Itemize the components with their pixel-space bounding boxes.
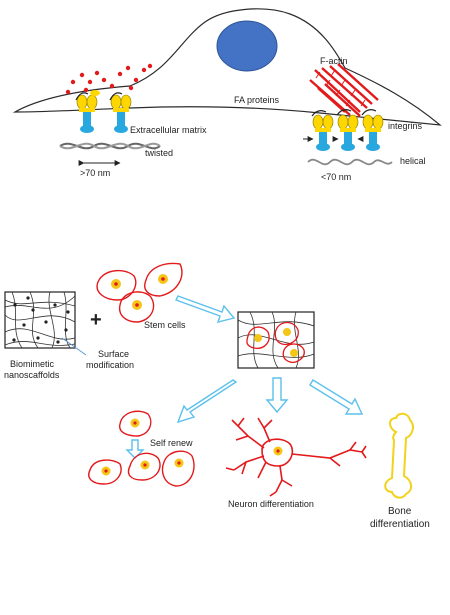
label-fa-proteins: FA proteins [234,95,280,105]
stem-cell-2 [144,262,183,297]
neuron [225,417,367,497]
label-biomimetic-line2: nanoscaffolds [4,370,60,380]
stem-cell-3 [118,291,155,323]
label-spacing-gt70: >70 nm [80,168,110,178]
arrow-to-neuron [265,377,289,414]
integrin-left-1 [75,92,98,133]
arrow-self-renew-down [125,439,145,459]
arrow-to-seeded-scaffold [175,295,236,323]
daughter-cell-3 [161,450,195,487]
plus-sign: + [90,309,102,331]
helical-ecm-fiber [307,158,393,166]
integrin-left-2 [109,92,132,133]
integrin-right-3 [362,114,384,151]
label-integrins: integrins [388,121,423,131]
label-surface-line1: Surface [98,349,129,359]
label-extracellular-matrix: Extracellular matrix [130,125,207,135]
surface-pointer [61,337,87,356]
label-biomimetic-line1: Biomimetic [10,359,55,369]
ligand-dots [65,63,153,95]
stem-cell-1 [96,269,137,301]
daughter-cell-1 [88,459,122,485]
seeded-scaffold-box [237,311,315,369]
arrow-to-self-renew [176,379,238,424]
label-stem-cells: Stem cells [144,320,186,330]
nanoscaffold-box [4,291,76,349]
integrin-right-2 [337,114,359,151]
cell-membrane [12,8,442,126]
label-neuron-differentiation: Neuron differentiation [228,499,314,509]
label-twisted: twisted [145,148,173,158]
fa-protein-left [90,90,100,96]
self-renew-cell-top [119,410,152,437]
label-f-actin: F-actin [320,56,348,66]
label-helical: helical [400,156,426,166]
arrow-to-bone [309,379,364,415]
label-spacing-lt70: <70 nm [321,172,351,182]
label-bone-line1: Bone [388,506,412,517]
neuron-nucleolus [276,449,280,453]
label-surface-line2: modification [86,360,134,370]
label-self-renew: Self renew [150,438,193,448]
bone [384,412,414,499]
label-bone-line2: differentiation [370,519,430,530]
integrin-right-1 [312,114,334,151]
fa-protein-cluster [311,109,377,117]
f-actin-ticks [315,69,366,107]
nucleus [216,20,278,72]
f-actin-bundle [309,63,379,117]
daughter-cell-2 [127,452,161,481]
